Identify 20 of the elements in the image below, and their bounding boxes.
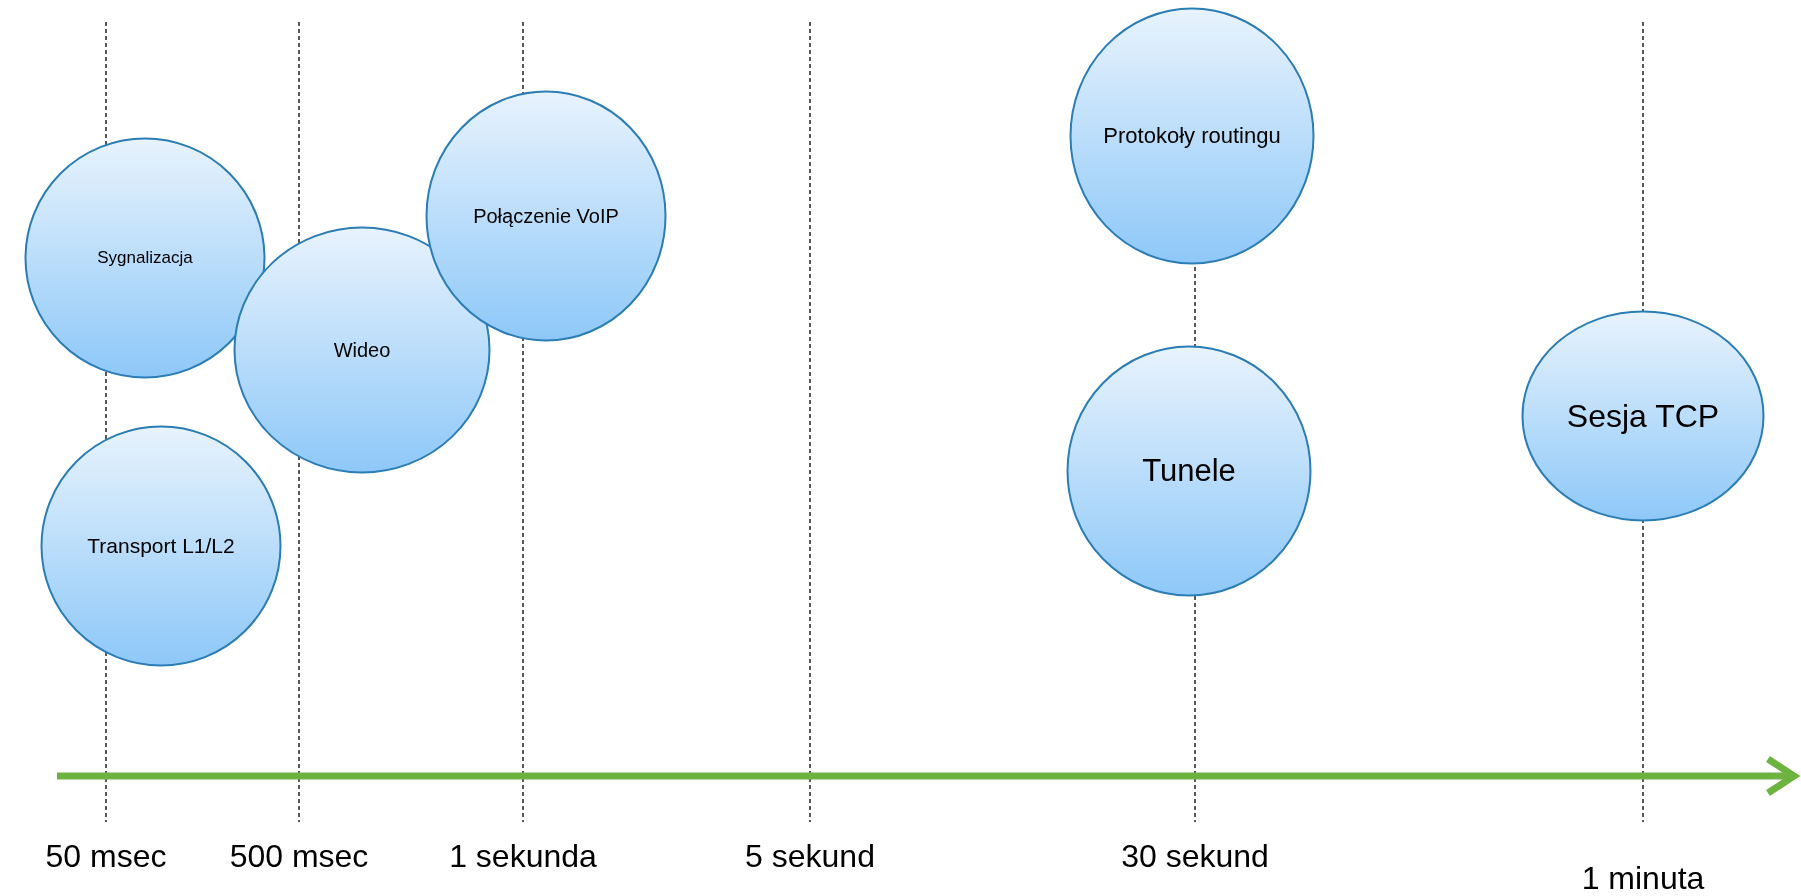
bubble-label: Transport L1/L2 bbox=[86, 533, 236, 559]
tick-label: 1 sekunda bbox=[449, 838, 597, 875]
bubble-label: Wideo bbox=[332, 338, 392, 362]
bubble bbox=[425, 90, 667, 342]
bubble bbox=[24, 137, 266, 379]
bubble bbox=[233, 226, 491, 474]
tick-label: 500 msec bbox=[229, 838, 369, 875]
bubble-label: Połączenie VoIP bbox=[472, 204, 620, 228]
bubble bbox=[1066, 345, 1312, 597]
bubble bbox=[1069, 7, 1315, 265]
tick-label: 50 msec bbox=[45, 838, 167, 875]
tick-label: 5 sekund bbox=[745, 838, 875, 875]
tick-label: 1 minuta bbox=[1581, 860, 1705, 896]
tick-label: 30 sekund bbox=[1121, 838, 1269, 875]
bubble bbox=[1521, 310, 1765, 522]
bubble-label: Sygnalizacja bbox=[96, 247, 194, 269]
bubble-label: Tunele bbox=[1141, 452, 1237, 490]
bubble-label: Protokoły routingu bbox=[1102, 122, 1282, 150]
bubble-label: Sesja TCP bbox=[1565, 396, 1721, 436]
bubble bbox=[40, 425, 282, 667]
